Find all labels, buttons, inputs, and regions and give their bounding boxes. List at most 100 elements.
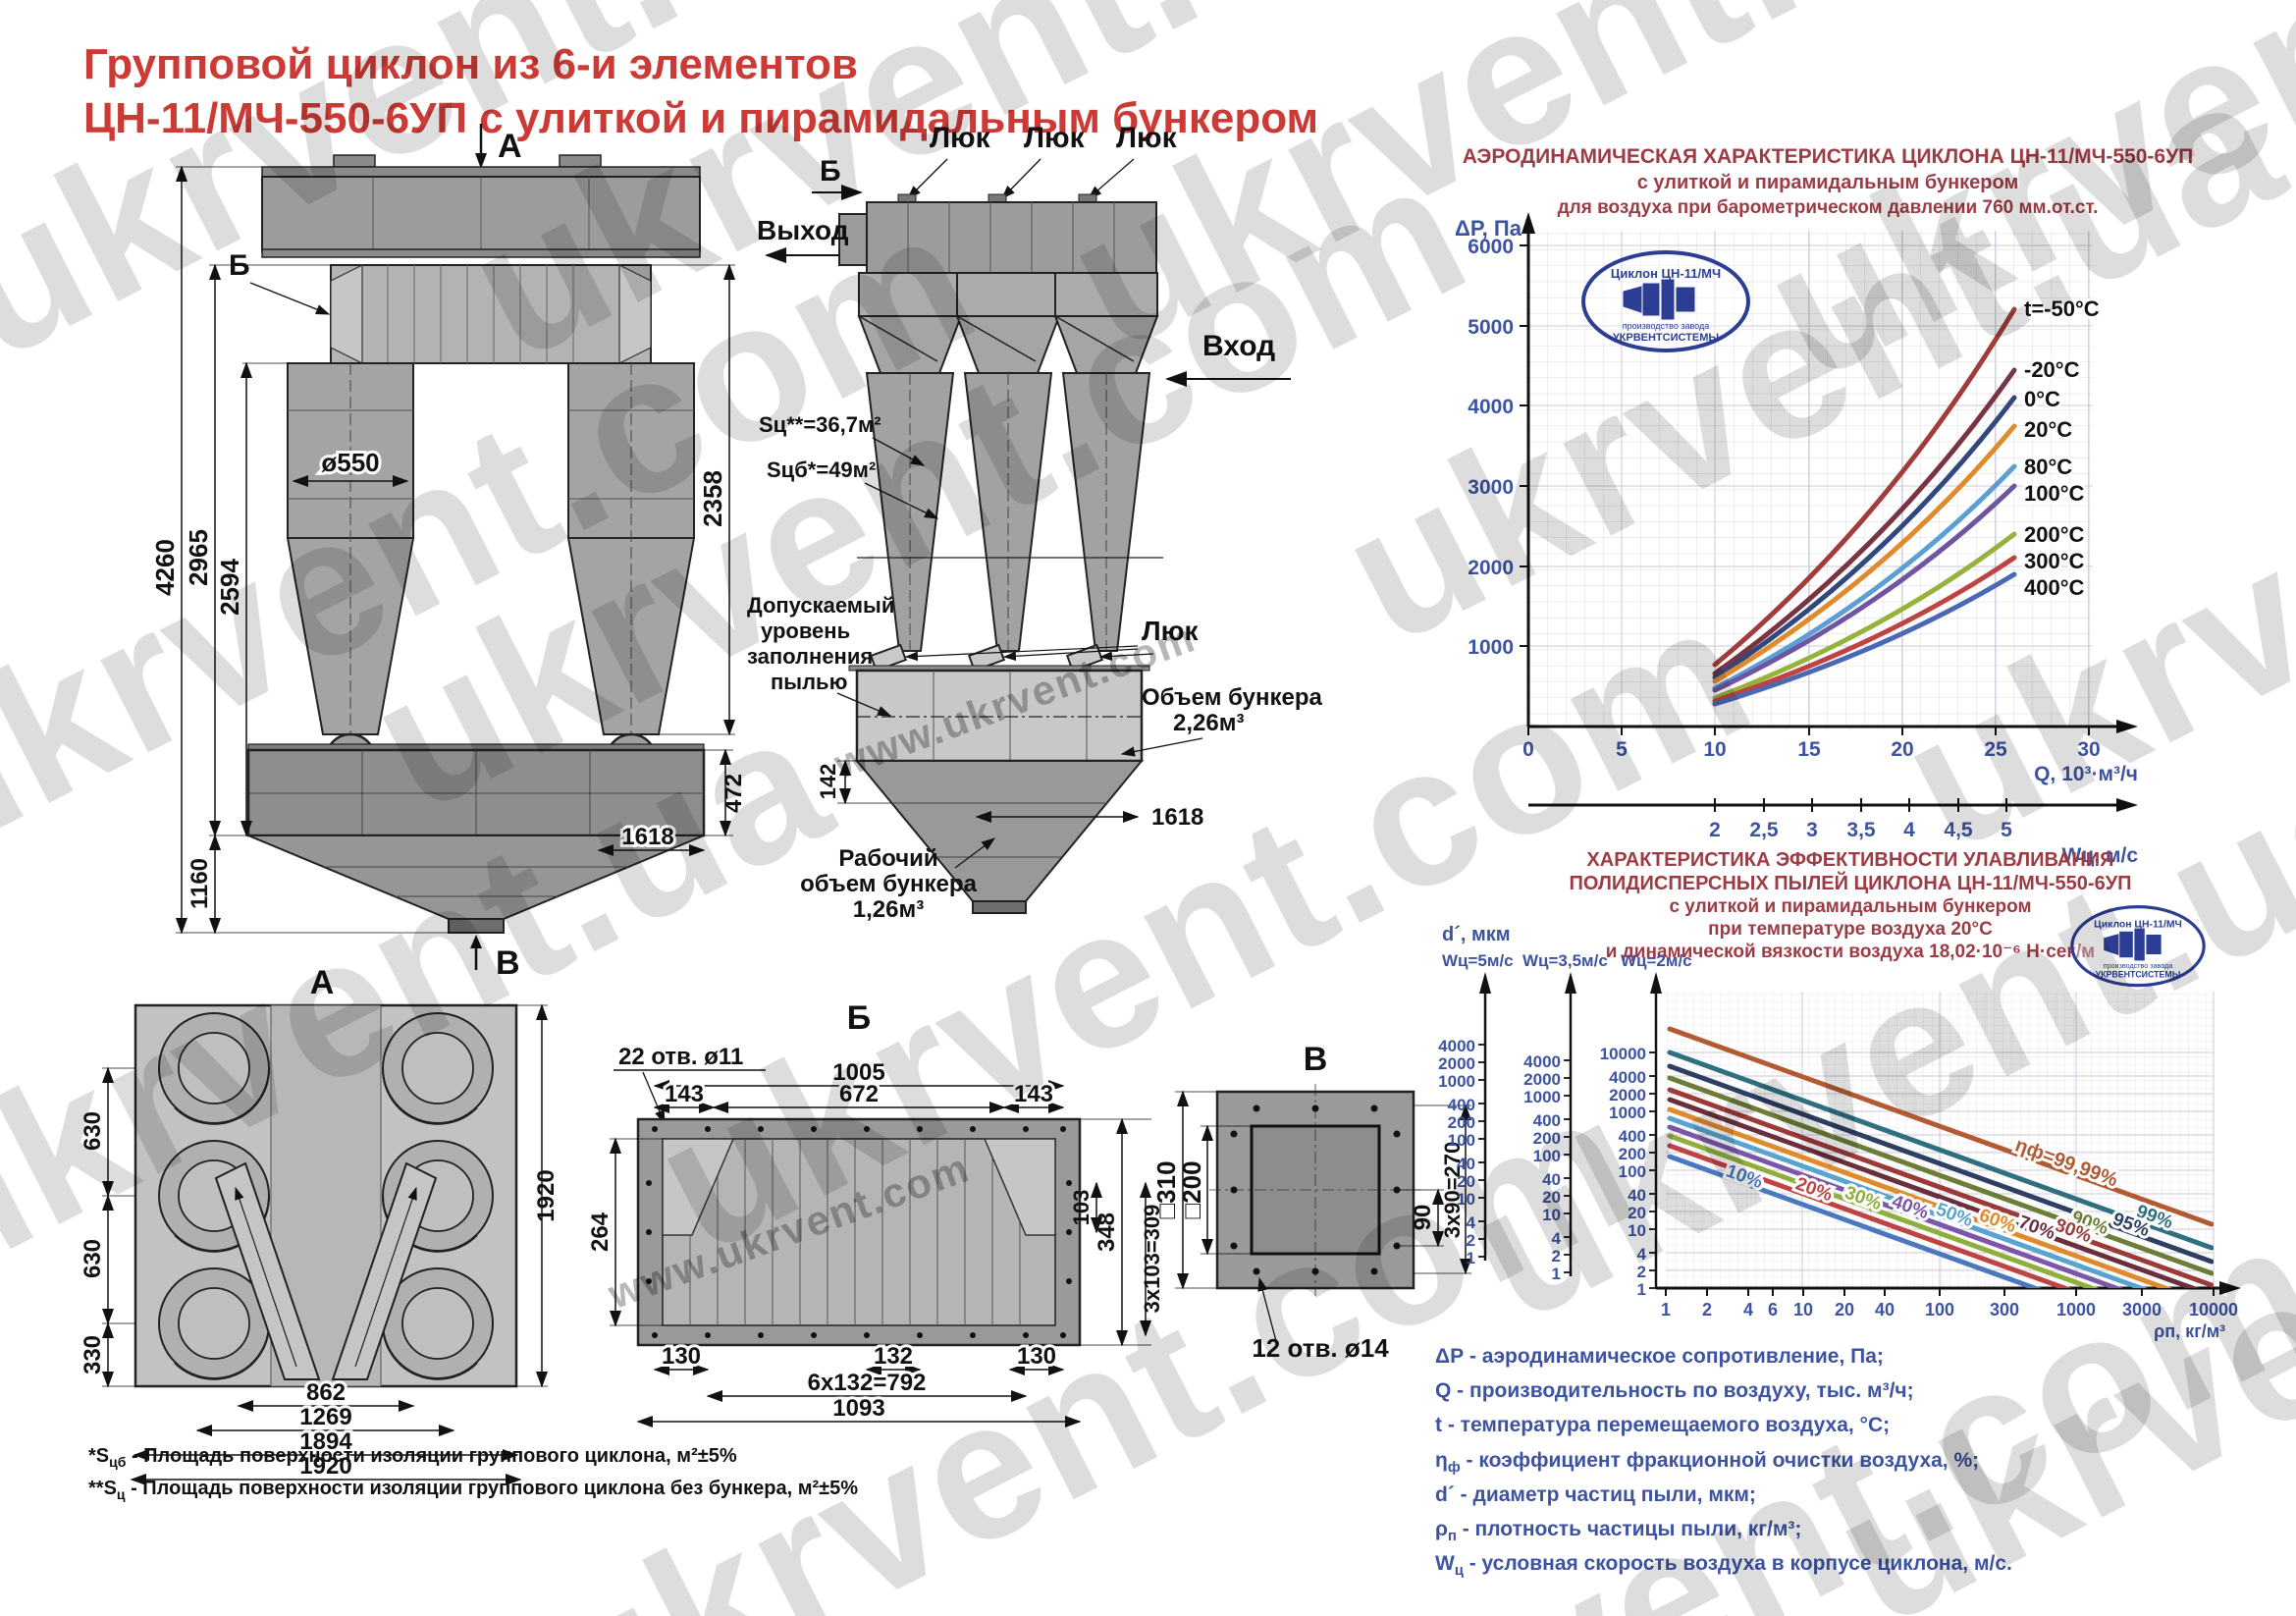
dim-1618: 1618: [621, 824, 673, 850]
chart1-major-grid: [1528, 231, 2093, 727]
marker-b-side: Б: [820, 155, 841, 188]
dim-1269: 1269: [299, 1404, 351, 1430]
legend-text: - коэффициент фракционной очистки воздух…: [1460, 1448, 1980, 1472]
chart1-xtick: 25: [1984, 738, 2007, 761]
svg-text:4: 4: [1743, 1300, 1753, 1320]
line-90: [1667, 1075, 2214, 1276]
line-50: [1667, 1115, 2149, 1288]
curve-t100: [1712, 483, 2017, 693]
svg-text:2000: 2000: [1438, 1054, 1475, 1073]
legend-symbol: ΔP: [1435, 1345, 1465, 1368]
svg-text:100: 100: [1925, 1300, 1954, 1320]
cyclone-scrolls: [857, 272, 1159, 374]
stamp-line1: Циклон ЦН-11/МЧ: [2094, 919, 2182, 930]
svg-text:40: 40: [1875, 1300, 1895, 1320]
bunker: [246, 743, 706, 934]
chart1-ytick: 1000: [1468, 636, 1514, 659]
svg-text:4000: 4000: [1523, 1052, 1561, 1071]
legend-text: - производительность по воздуху, тыс. м³…: [1451, 1379, 1914, 1403]
marker-b-label: Б: [229, 249, 250, 282]
dim-diameter-label: ø550: [321, 448, 379, 477]
svg-text:6: 6: [1768, 1300, 1778, 1320]
dim-6x132: 6x132=792: [808, 1370, 927, 1396]
curve-t300: [1712, 555, 2017, 704]
legend-row-rho: ρп - плотность частицы пыли, кг/м³;: [1435, 1516, 2012, 1550]
svg-text:200: 200: [1448, 1113, 1475, 1132]
stamp-line1: Циклон ЦН-11/МЧ: [1611, 266, 1721, 281]
dim-200: □200: [1177, 1160, 1206, 1218]
svg-text:10: 10: [1793, 1300, 1813, 1320]
legend-sub: ц: [1454, 1563, 1464, 1580]
curve-t200: [1712, 531, 2017, 701]
legend-text: - диаметр частиц пыли, мкм;: [1454, 1482, 1756, 1506]
dim-1093: 1093: [832, 1395, 884, 1422]
top-hatch-labels: Люк Люк Люк: [907, 122, 1178, 199]
inlet-label: Вход: [1202, 330, 1275, 362]
chart2-ylabel: d´, мкм: [1442, 924, 1511, 945]
manufacturer-stamp-small: Циклон ЦН-11/МЧ производство завода УКРВ…: [2070, 905, 2206, 988]
holes-note-b: 22 отв. ø11: [614, 1044, 766, 1125]
dim-630b: 630: [80, 1239, 106, 1278]
line-9999: [1667, 1026, 2214, 1227]
legend-sub: п: [1448, 1529, 1457, 1545]
flange-v-body: [1209, 1084, 1421, 1296]
dim-1920-right: 1920: [533, 1169, 560, 1221]
dim-3x90: 3x90=270: [1440, 1142, 1465, 1239]
svg-text:100: 100: [1448, 1131, 1475, 1150]
legend-row-t: t - температура перемещаемого воздуха, °…: [1435, 1412, 2012, 1446]
svg-text:4: 4: [1637, 1245, 1647, 1264]
legend-row-w: Wц - условная скорость воздуха в корпусе…: [1435, 1550, 2012, 1585]
marker-a-label: А: [498, 128, 522, 165]
hatch-label-1: Люк: [930, 122, 991, 154]
svg-text:40: 40: [1542, 1170, 1561, 1189]
chart1-xtick: 30: [2077, 738, 2100, 761]
working-volume-line3: 1,26м³: [853, 896, 924, 923]
dim-348: 348: [1094, 1212, 1120, 1252]
fill-level-line2: уровень: [761, 619, 850, 643]
inlet-box: [330, 264, 652, 364]
dim-472: 472: [721, 774, 747, 813]
view-b-dims-top: [653, 1080, 1065, 1113]
fill-level-line3: заполнения: [747, 644, 873, 669]
flange-b-bolts: [646, 1126, 1072, 1338]
legend-symbol: ρ: [1435, 1517, 1448, 1540]
chart1-ytick: 2000: [1468, 557, 1514, 579]
curve-label-t400: 400°C: [2024, 575, 2085, 600]
svg-text:100: 100: [1619, 1162, 1646, 1181]
footnote-sub: цб: [109, 1454, 127, 1470]
svg-text:400: 400: [1533, 1111, 1561, 1130]
side-view-dimensions: [837, 759, 1140, 823]
dim-dia550: ø550: [292, 445, 409, 487]
dim-672: 672: [839, 1081, 879, 1107]
legend-symbol: Q: [1435, 1379, 1452, 1403]
chart2-xlabel: ρп, кг/м³: [2154, 1321, 2225, 1341]
svg-text:300: 300: [1990, 1300, 2019, 1320]
working-volume-line1: Рабочий: [838, 845, 937, 872]
svg-text:3000: 3000: [2122, 1300, 2162, 1320]
chart2-title-line2: ПОЛИДИСПЕРСНЫХ ПЫЛЕЙ ЦИКЛОНА ЦН-11/МЧ-55…: [1569, 871, 2131, 894]
dim-132: 132: [874, 1343, 913, 1370]
svg-text:4: 4: [1552, 1229, 1562, 1248]
svg-text:2000: 2000: [1609, 1086, 1646, 1104]
chart1-xtick: 10: [1703, 738, 1726, 761]
section-marker-v: В: [470, 935, 520, 982]
svg-text:1: 1: [1467, 1249, 1475, 1267]
chart1-ytick: 4000: [1468, 396, 1514, 418]
stamp-line3: УКРВЕНТСИСТЕМЫ: [1613, 332, 1720, 344]
dim-130b: 130: [1017, 1343, 1056, 1370]
page-title-line1: Групповой циклон из 6-и элементов: [83, 40, 858, 88]
dim-3x103: 3x103=309: [1140, 1205, 1164, 1314]
chart2-title-line4: при температуре воздуха 20°С: [1708, 919, 1993, 940]
chart1-curve-labels: t=-50°C -20°C 0°C 20°C 80°C 100°C 200°C …: [2021, 294, 2103, 603]
collector-box-side: [838, 193, 1157, 274]
legend-row-q: Q - производительность по воздуху, тыс. …: [1435, 1377, 2012, 1412]
insulation-labels: Sц**=36,7м² Sцб*=49м²: [759, 412, 939, 519]
legend-text: - условная скорость воздуха в корпусе ци…: [1463, 1552, 2012, 1576]
svg-text:10000: 10000: [1600, 1045, 1646, 1063]
bunker-volume-note: Объем бункера 2,26м³: [1120, 684, 1322, 757]
chart1-xtick: 0: [1522, 738, 1534, 761]
volute-cells: [158, 1012, 494, 1380]
chart1-x2tick: 3,5: [1846, 819, 1876, 841]
chart-legend: ΔP - аэродинамическое сопротивление, Па;…: [1435, 1343, 2012, 1585]
